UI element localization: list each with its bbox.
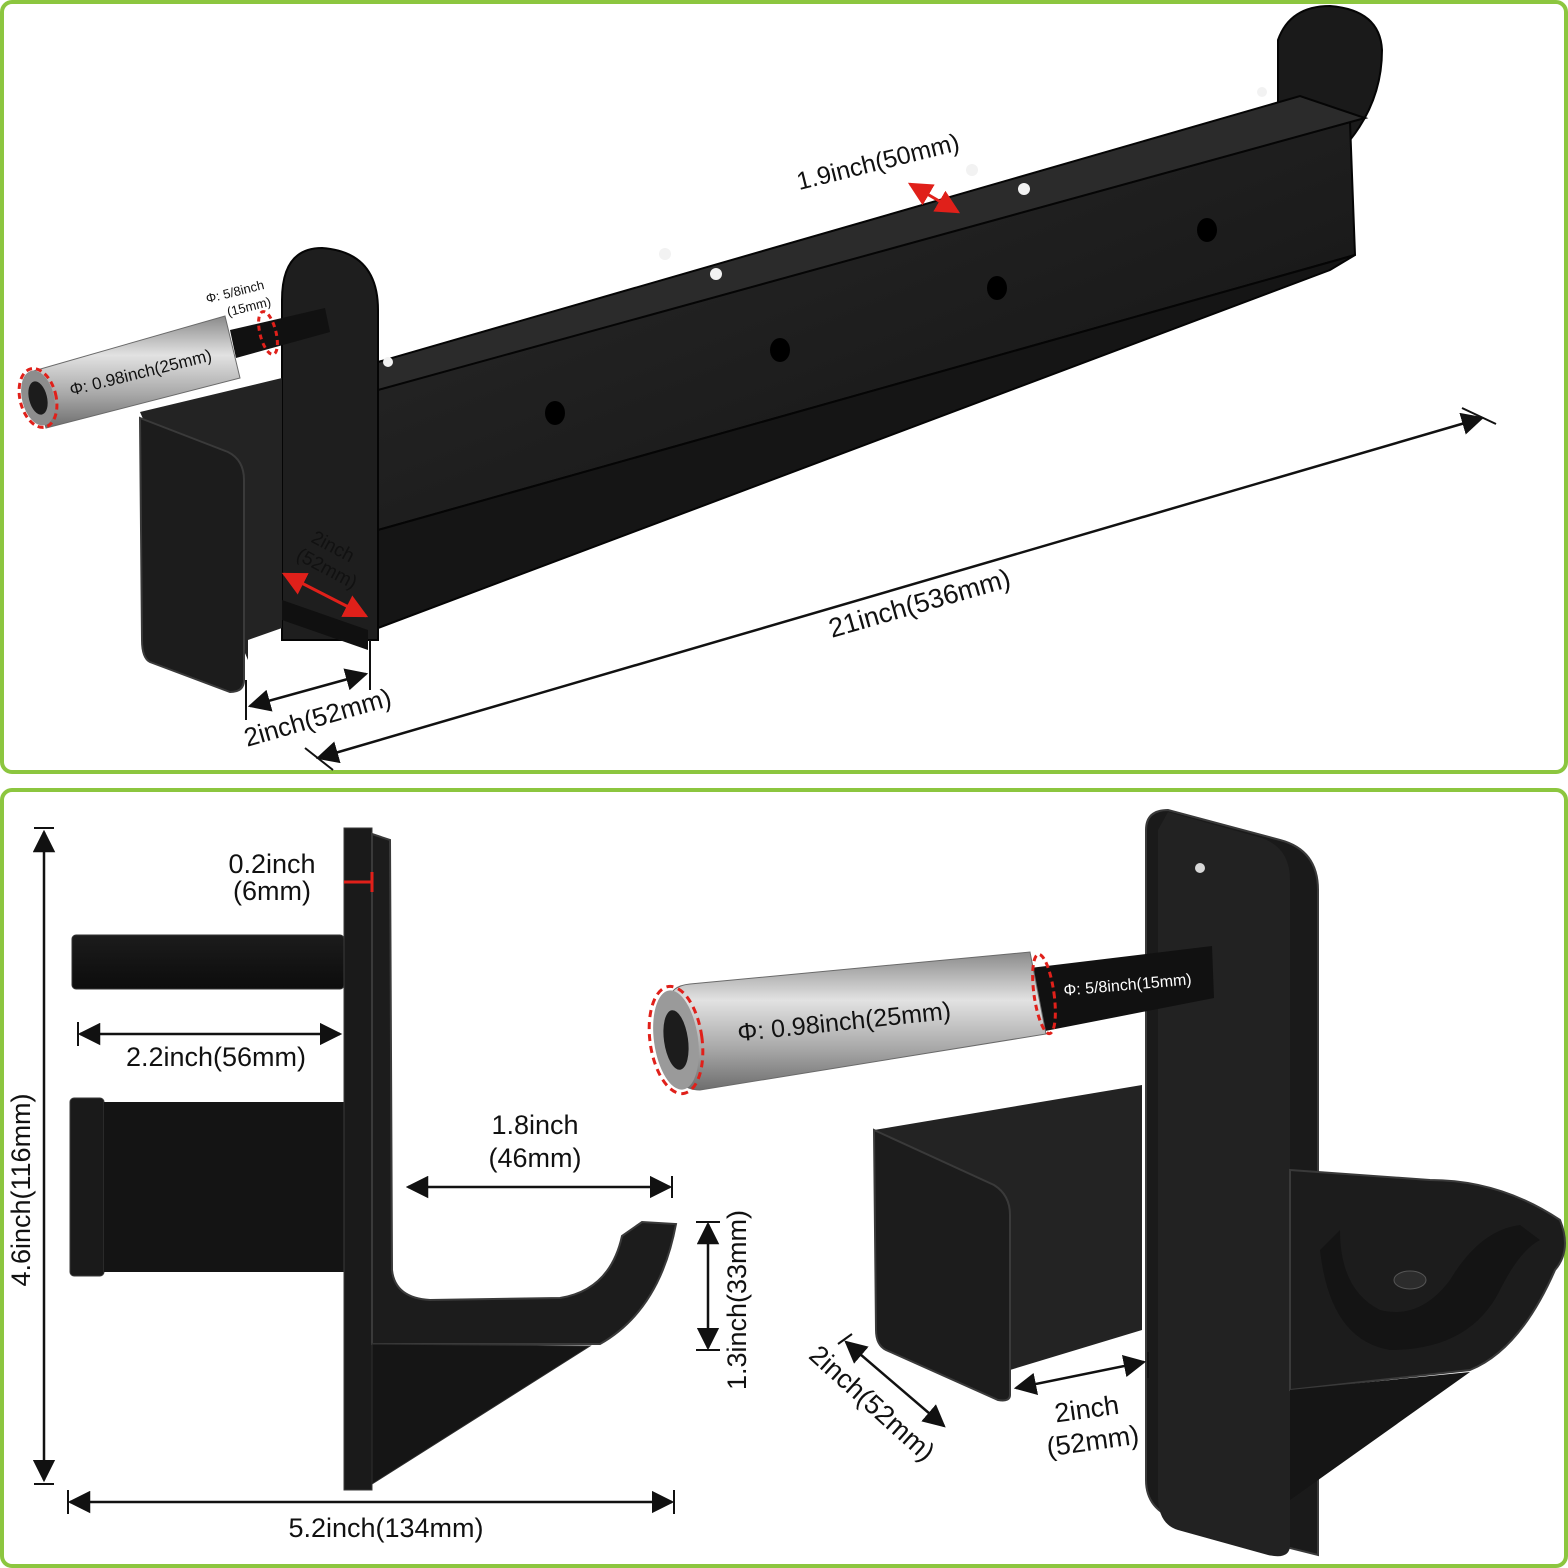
hook-reach-label-line2: (46mm) xyxy=(489,1143,582,1173)
length-dimension-line xyxy=(315,412,1485,764)
hook-height-label: 1.3inch(33mm) xyxy=(722,1210,752,1390)
iso-gusset xyxy=(1290,1372,1470,1500)
arm-hole xyxy=(1197,218,1217,242)
spotter-arm-illustration xyxy=(17,4,1384,694)
plate-thickness-label-line1: 0.2inch xyxy=(228,849,315,879)
side-hook-arm xyxy=(371,832,678,1345)
iso-back-plate-face xyxy=(1158,812,1290,1557)
arm-bolt xyxy=(966,164,978,176)
hook-depth-dimension-line xyxy=(247,668,369,712)
length-tick xyxy=(304,747,334,771)
iso-hook-width-line xyxy=(1013,1355,1147,1395)
arm-hole xyxy=(770,338,790,362)
iso-sleeve-diameter-marker xyxy=(647,984,705,1096)
side-gusset xyxy=(371,1343,592,1485)
iso-view-illustration xyxy=(647,808,1566,1557)
side-plate xyxy=(343,827,373,1491)
sleeve-diameter-marker xyxy=(17,367,59,429)
total-width-label: 5.2inch(134mm) xyxy=(288,1513,483,1543)
hook-reach-label-line1: 1.8inch xyxy=(491,1110,578,1140)
iso-plate-bolt xyxy=(1195,863,1205,873)
iso-pin-diameter-marker xyxy=(1031,952,1057,1036)
top-panel-frame xyxy=(0,0,1568,774)
iso-hook-depth-line xyxy=(844,1340,946,1428)
bottom-panel-frame xyxy=(0,788,1568,1568)
side-hook-body xyxy=(104,1102,344,1272)
plate-thickness-label-line2: (6mm) xyxy=(233,876,311,906)
side-pin xyxy=(71,934,345,990)
iso-hook-screw xyxy=(1393,1270,1427,1290)
hook-width-marker xyxy=(281,572,369,618)
iso-hook-depth-tick xyxy=(837,1333,853,1345)
arm-bolt xyxy=(1257,87,1267,97)
side-view-illustration xyxy=(69,827,678,1491)
pin-diameter-marker xyxy=(257,310,279,356)
side-hook-cup xyxy=(69,1097,105,1277)
arm-hole xyxy=(545,401,565,425)
arm-pin xyxy=(230,308,330,358)
tube-width-label: 1.9inch(50mm) xyxy=(794,128,963,196)
total-height-label: 4.6inch(116mm) xyxy=(6,1093,36,1286)
iso-sleeve-bore xyxy=(663,1010,689,1070)
length-tick xyxy=(1461,407,1497,425)
arm-bolt xyxy=(659,248,671,260)
arm-bolt xyxy=(383,357,393,367)
arm-sleeve-bore xyxy=(28,381,48,415)
length-label: 21inch(536mm) xyxy=(825,563,1014,644)
front-u-hook-plate xyxy=(138,416,245,694)
pin-length-label: 2.2inch(56mm) xyxy=(126,1042,306,1072)
arm-hole xyxy=(987,276,1007,300)
iso-hook-saddle xyxy=(1320,1225,1540,1350)
tube-width-marker xyxy=(907,182,961,214)
iso-pin xyxy=(1030,946,1214,1032)
arm-bolt xyxy=(1018,183,1030,195)
arm-bolt xyxy=(710,268,722,280)
